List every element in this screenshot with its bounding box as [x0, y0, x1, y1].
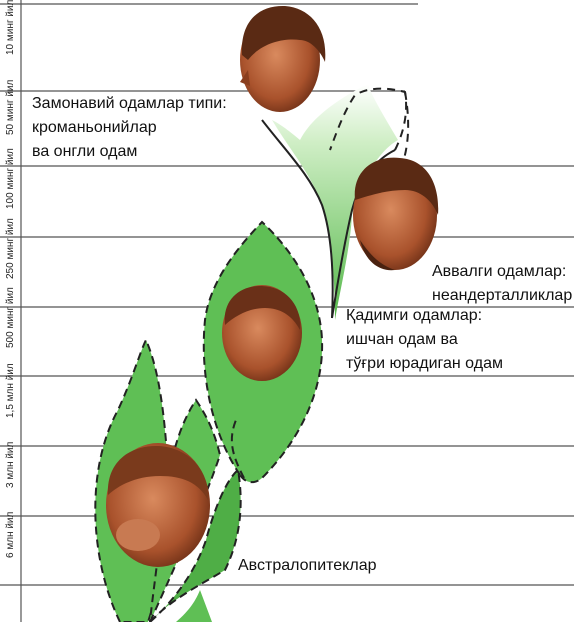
time-scale-label: 1,5 млн йил [5, 404, 16, 418]
modern-humans-caption: Замонавий одамлар типи: кроманьонийлар в… [32, 92, 227, 164]
time-scale-label: 6 млн йил [5, 544, 16, 558]
modern-human-head-icon [240, 6, 325, 112]
caption-line: Қадимги одамлар: [346, 304, 503, 328]
australopithecus-caption: Австралопитеклар [238, 554, 377, 578]
ancient-humans-caption: Қадимги одамлар: ишчан одам ва тўғри юра… [346, 304, 503, 376]
caption-line: кроманьонийлар [32, 116, 227, 140]
time-scale-label: 10 минг йил [5, 41, 16, 55]
time-scale-label: 3 млн йил [5, 474, 16, 488]
neanderthal-head-icon [353, 158, 438, 271]
caption-line: Аввалги одамлар: [432, 260, 572, 284]
caption-line: Замонавий одамлар типи: [32, 92, 227, 116]
caption-line: Австралопитеклар [238, 554, 377, 578]
australopithecus-head-icon [106, 443, 210, 567]
time-scale-label: 100 минг йил [5, 195, 16, 209]
caption-line: тўғри юрадиган одам [346, 352, 503, 376]
neanderthal-caption: Аввалги одамлар: неандерталликлар [432, 260, 572, 308]
time-scale-label: 50 минг йил [5, 121, 16, 135]
ancient-human-head-icon [222, 285, 302, 381]
caption-line: ишчан одам ва [346, 328, 503, 352]
time-scale-label: 250 минг йил [5, 265, 16, 279]
caption-line: ва онгли одам [32, 140, 227, 164]
time-scale-label: 500 минг йил [5, 334, 16, 348]
